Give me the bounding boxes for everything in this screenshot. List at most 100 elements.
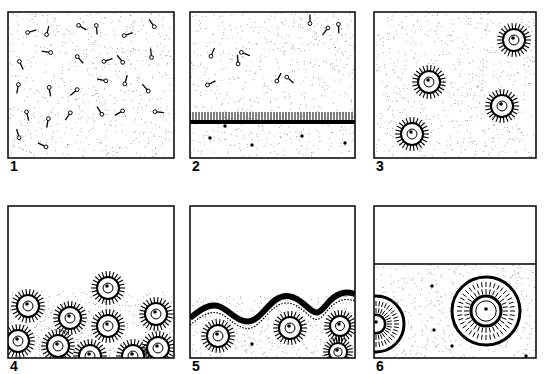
stipple-dot (143, 133, 145, 135)
stipple-dot (196, 90, 198, 92)
stipple-dot (88, 73, 90, 75)
stipple-dot (378, 69, 380, 71)
stipple-dot (393, 91, 395, 93)
stipple-dot (532, 22, 534, 24)
stipple-dot (478, 76, 480, 78)
monolayer-tail (268, 112, 269, 120)
stipple-dot (57, 114, 59, 116)
stipple-dot (350, 20, 352, 22)
stipple-dot (53, 77, 55, 79)
stipple-dot (349, 54, 351, 56)
stipple-dot (122, 51, 124, 53)
stipple-dot (347, 43, 349, 45)
stipple-dot (376, 57, 378, 59)
stipple-dot (486, 67, 488, 69)
stipple-dot (434, 148, 436, 150)
stipple-dot (19, 123, 21, 125)
stipple-dot (284, 96, 286, 98)
stipple-dot (410, 49, 412, 51)
stipple-dot (312, 84, 314, 86)
stipple-dot (427, 35, 429, 37)
monolayer-tail (301, 112, 302, 120)
stipple-dot (500, 72, 502, 74)
stipple-dot (106, 129, 108, 131)
stipple-dot (263, 85, 265, 87)
stipple-dot (198, 150, 200, 152)
stipple-dot (160, 136, 162, 138)
stipple-dot (425, 15, 427, 17)
stipple-dot (157, 64, 159, 66)
stipple-dot (490, 20, 492, 22)
stipple-dot (29, 151, 31, 153)
stipple-dot (280, 124, 282, 126)
stipple-dot (14, 144, 16, 146)
stipple-dot (106, 154, 108, 156)
stipple-dot (119, 71, 121, 73)
stipple-dot (297, 48, 299, 50)
stipple-dot (204, 106, 206, 108)
stipple-dot (488, 127, 490, 129)
stipple-dot (51, 110, 53, 112)
stipple-dot (488, 154, 490, 156)
stipple-dot (450, 144, 452, 146)
stipple-dot (336, 64, 338, 66)
stipple-dot (155, 147, 157, 149)
stipple-dot (204, 28, 206, 30)
stipple-dot (490, 52, 492, 54)
stipple-dot (413, 101, 415, 103)
stipple-dot (159, 107, 161, 109)
stipple-dot (422, 110, 424, 112)
stipple-dot (245, 109, 247, 111)
stipple-dot (282, 154, 284, 156)
stipple-dot (272, 145, 274, 147)
stipple-dot (87, 27, 89, 29)
stipple-dot (18, 142, 20, 144)
stipple-dot (338, 81, 340, 83)
stipple-dot (155, 153, 157, 155)
stipple-dot (403, 68, 405, 70)
stipple-dot (527, 56, 529, 58)
stipple-dot (520, 131, 522, 133)
stipple-dot (125, 28, 127, 30)
stipple-dot (87, 68, 89, 70)
stipple-dot (257, 139, 259, 141)
stipple-dot (480, 23, 482, 25)
stipple-dot (284, 54, 286, 56)
stipple-dot (114, 70, 116, 72)
stipple-dot (38, 30, 40, 32)
monolayer-tail (337, 112, 338, 120)
stipple-dot (341, 127, 343, 129)
stipple-dot (160, 115, 162, 117)
stipple-dot (89, 14, 91, 16)
surfactant-molecule (45, 26, 49, 37)
stipple-dot (137, 111, 139, 113)
stipple-dot (95, 40, 97, 42)
monolayer-tail (280, 112, 281, 120)
monolayer-tail (292, 112, 293, 120)
stipple-dot (263, 82, 265, 84)
stipple-dot (413, 58, 415, 60)
stipple-dot (131, 51, 133, 53)
stipple-dot (279, 67, 281, 69)
stipple-dot (51, 137, 53, 139)
stipple-dot (269, 48, 271, 50)
stipple-dot (296, 136, 298, 138)
stipple-dot (105, 134, 107, 136)
stipple-dot (420, 149, 422, 151)
stipple-dot (47, 22, 49, 24)
stipple-dot (83, 21, 85, 23)
stipple-dot (213, 15, 215, 17)
stipple-dot (141, 107, 143, 109)
stipple-dot (28, 59, 30, 61)
stipple-dot (218, 138, 220, 140)
stipple-dot (198, 24, 200, 26)
stipple-dot (47, 100, 49, 102)
stipple-dot (138, 106, 140, 108)
stipple-dot (200, 91, 202, 93)
stipple-dot (62, 66, 64, 68)
stipple-dot (169, 123, 171, 125)
stipple-dot (236, 47, 238, 49)
stipple-dot (412, 24, 414, 26)
stipple-dot (449, 137, 451, 139)
stipple-dot (474, 95, 476, 97)
